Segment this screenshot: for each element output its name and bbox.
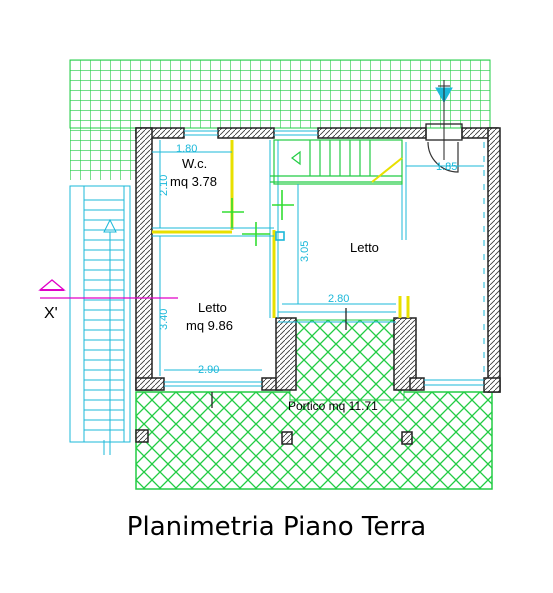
dim-2-80: 2.80 xyxy=(328,293,349,305)
section-label: X' xyxy=(44,305,58,322)
plan-caption: Planimetria Piano Terra xyxy=(126,512,427,542)
letto-left-area: mq 9.86 xyxy=(186,318,233,333)
letto-left-label: Letto xyxy=(198,300,227,315)
dim-3-40: 3.40 xyxy=(158,309,170,330)
entrance-door xyxy=(425,80,463,173)
section-cut-marker xyxy=(38,279,178,299)
portico-label: Portico mq 11.71 xyxy=(288,399,378,413)
wc-label: W.c. xyxy=(182,156,207,171)
dim-3-05: 3.05 xyxy=(299,241,311,262)
dim-2-90: 2.90 xyxy=(198,364,219,376)
markers xyxy=(211,308,347,408)
fixtures xyxy=(222,190,294,246)
wc-area: mq 3.78 xyxy=(170,174,217,189)
roof-grid-hatch xyxy=(69,59,491,180)
portico-paving xyxy=(135,319,493,490)
dimension-lines xyxy=(152,140,485,376)
letto-top-label: Letto xyxy=(350,240,379,255)
interior-staircase xyxy=(270,139,403,185)
walls xyxy=(135,127,501,445)
exterior-stairs xyxy=(69,185,131,455)
dim-1-85: 1.85 xyxy=(436,161,457,173)
dim-2-10: 2.10 xyxy=(158,175,170,196)
dim-1-80: 1.80 xyxy=(176,143,197,155)
